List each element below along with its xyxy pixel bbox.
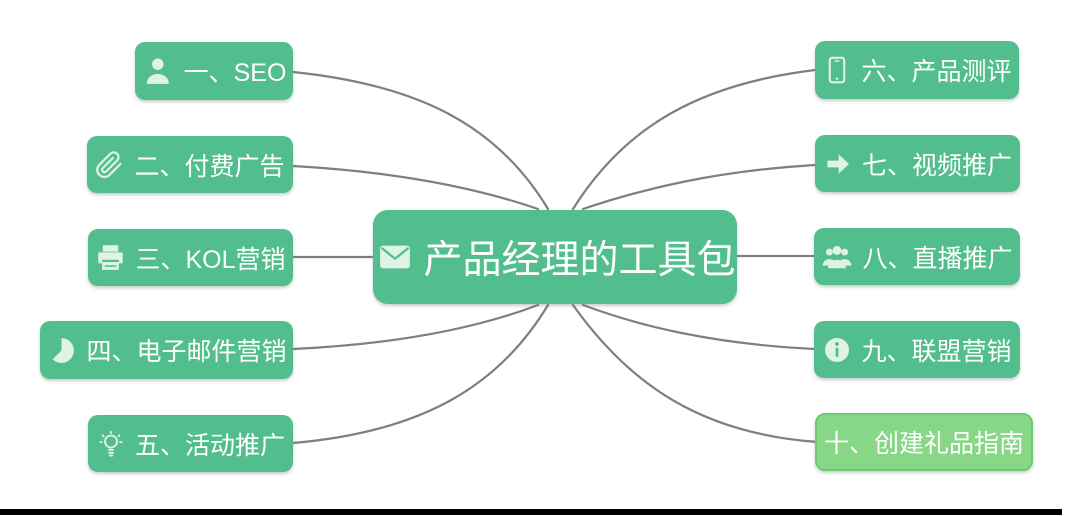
node-email-marketing[interactable]: 四、电子邮件营销 — [40, 321, 293, 379]
tablet-icon — [822, 55, 852, 85]
node-label: 七、视频推广 — [861, 151, 1012, 180]
arrow-right-icon — [823, 149, 853, 179]
node-product-review[interactable]: 六、产品测评 — [815, 41, 1019, 99]
node-label: 五、活动推广 — [134, 431, 285, 460]
connector-line — [581, 163, 817, 211]
node-affiliate-marketing[interactable]: 九、联盟营销 — [814, 321, 1020, 378]
node-label: 一、SEO — [183, 59, 287, 87]
connector-line — [571, 68, 817, 211]
node-paid-ads[interactable]: 二、付费广告 — [87, 136, 293, 193]
connector-line — [291, 70, 550, 211]
printer-icon — [95, 242, 126, 273]
node-live-promotion[interactable]: 八、直播推广 — [814, 228, 1020, 285]
center-node-toolkit[interactable]: 产品经理的工具包 — [373, 210, 737, 304]
node-label: 四、电子邮件营销 — [86, 338, 287, 366]
node-label: 八、直播推广 — [862, 244, 1013, 273]
node-seo[interactable]: 一、SEO — [135, 42, 293, 100]
paperclip-icon — [95, 150, 125, 180]
node-label: 十、创建礼品指南 — [823, 430, 1024, 458]
users-icon — [821, 241, 853, 273]
envelope-icon — [374, 240, 416, 274]
node-video-promotion[interactable]: 七、视频推广 — [815, 135, 1020, 192]
user-icon — [142, 55, 175, 88]
node-label: 三、KOL营销 — [135, 245, 286, 274]
connector-line — [291, 303, 550, 445]
node-label: 二、付费广告 — [134, 152, 285, 181]
node-kol-marketing[interactable]: 三、KOL营销 — [88, 229, 293, 286]
node-label: 六、产品测评 — [861, 58, 1012, 86]
center-node-label: 产品经理的工具包 — [423, 239, 736, 282]
pie-chart-icon — [46, 335, 77, 366]
node-gift-guide[interactable]: 十、创建礼品指南 — [815, 413, 1033, 471]
connector-line — [291, 164, 540, 211]
bottom-border-bar — [0, 509, 1062, 515]
connector-line — [581, 303, 816, 351]
node-label: 九、联盟营销 — [861, 337, 1012, 366]
info-icon — [822, 335, 852, 365]
connector-line — [291, 303, 540, 351]
node-event-promotion[interactable]: 五、活动推广 — [88, 415, 293, 472]
lightbulb-icon — [96, 429, 126, 459]
connector-line — [571, 303, 820, 444]
